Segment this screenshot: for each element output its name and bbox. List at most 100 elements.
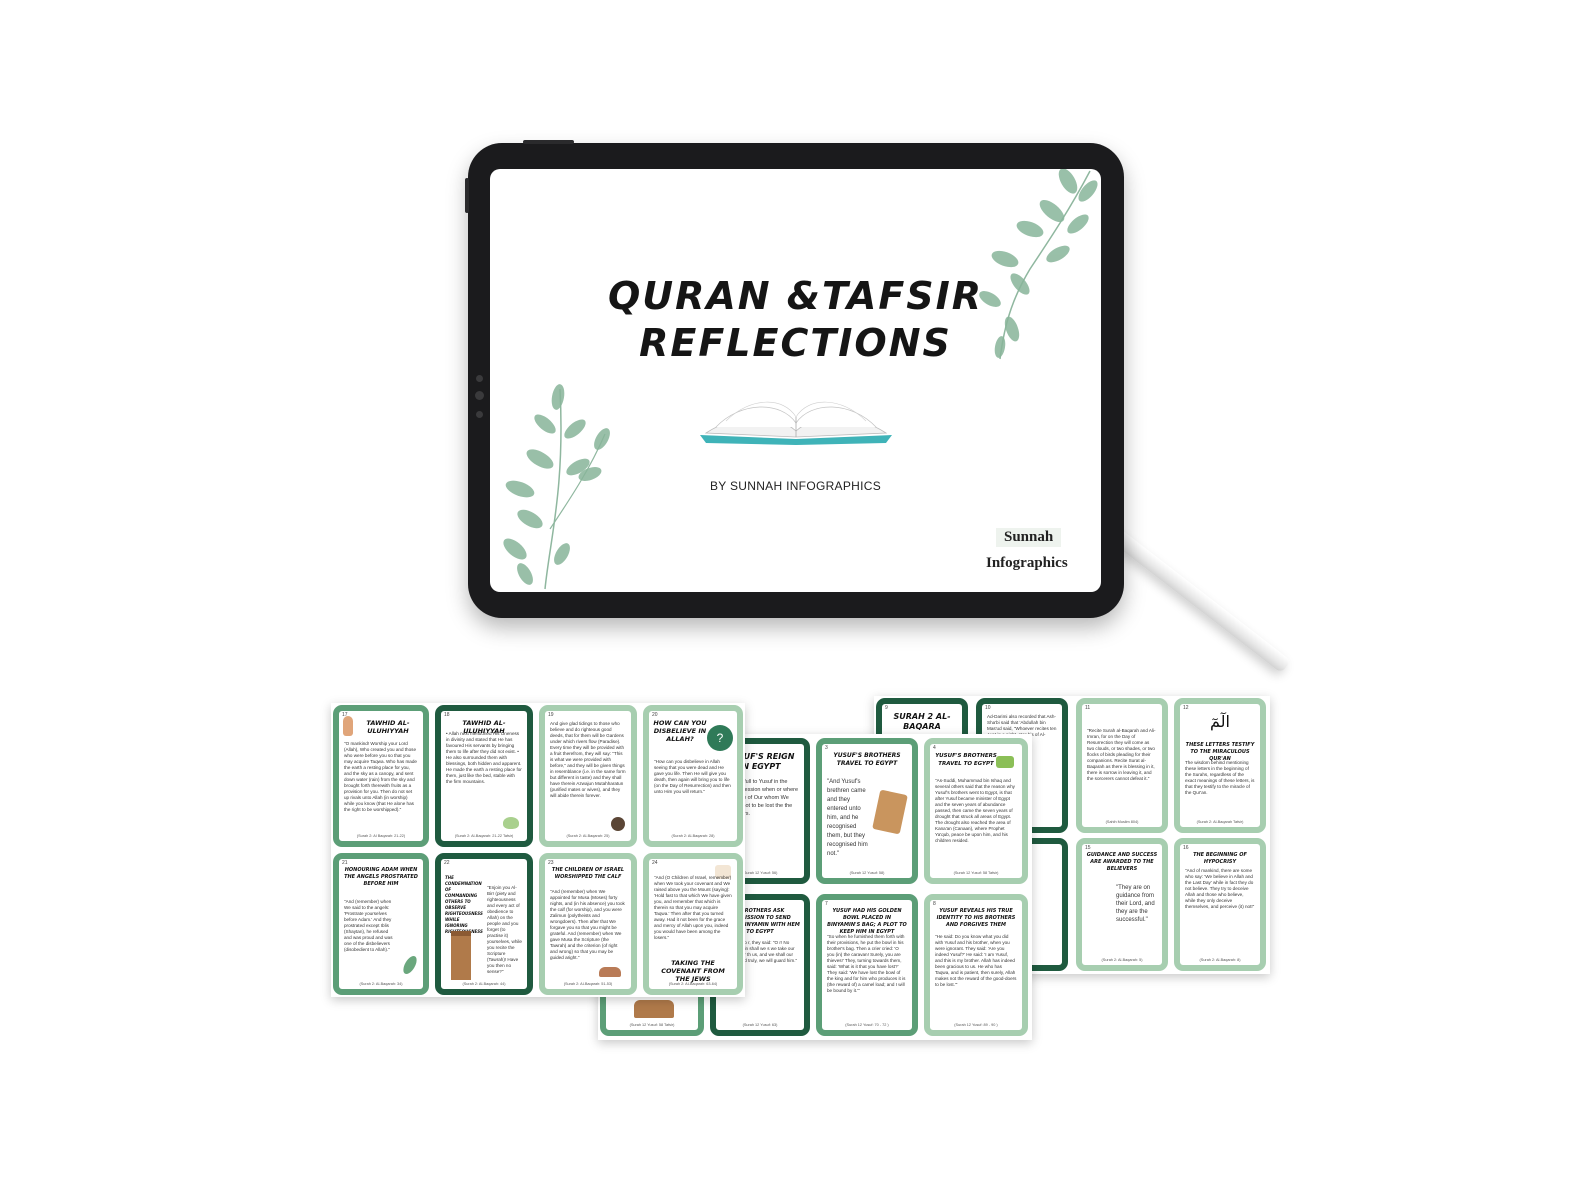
card-7: 7 YUSUF HAD HIS GOLDEN BOWL PLACED IN BI… — [816, 894, 918, 1036]
card-reference: (Surah 2: Al-Baqarah: 34) — [359, 982, 403, 986]
camera-icon — [476, 375, 483, 382]
card-number: 23 — [548, 860, 554, 866]
card-heading: YUSUF'S REIGN IN EGYPT — [725, 752, 795, 771]
card-17: 17 TAWHID AL-ULUHIYYAH "O mankind! Worsh… — [333, 705, 429, 847]
calf-statue-icon — [599, 967, 621, 977]
card-number: 24 — [652, 860, 658, 866]
card-body: "And of mankind, there are some who say:… — [1185, 868, 1255, 909]
card-reference: (Sahih Muslim 804) — [1105, 820, 1139, 824]
card-heading: YUSUF REVEALS HIS TRUE IDENTITY TO HIS B… — [936, 908, 1016, 928]
card-heading: THE CONDEMNATION OF COMMANDING OTHERS TO… — [445, 875, 483, 934]
title-line-2: REFLECTIONS — [639, 321, 952, 365]
card-reference: (Surah 12 Yusuf: 58 Tafsir) — [629, 1023, 675, 1027]
card-24: 24 "And (O Children of Israel, remember)… — [643, 853, 743, 995]
card-number: 15 — [1085, 845, 1091, 851]
card-heading: TAWHID AL-ULUHIYYAH — [462, 719, 506, 735]
leaf-icon — [400, 953, 420, 977]
card-18: 18 TAWHID AL-ULUHIYYAH • Allah next ment… — [435, 705, 533, 847]
card-reference: (Surah 2: Al-Baqarah: 25) — [566, 834, 610, 838]
card-3: 3 YUSUF'S BROTHERS TRAVEL TO EGYPT "And … — [816, 738, 918, 884]
sensor-icon — [476, 411, 483, 418]
card-number: 3 — [825, 745, 828, 751]
card-8: 8 YUSUF REVEALS HIS TRUE IDENTITY TO HIS… — [924, 894, 1028, 1036]
card-body: "O mankind! Worship your Lord (Allah), W… — [344, 741, 417, 812]
card-heading: YUSUF'S BROTHERS TRAVEL TO EGYPT — [935, 753, 997, 767]
card-heading: TAKING THE COVENANT FROM THE JEWS — [661, 959, 725, 983]
card-number: 11 — [1085, 705, 1091, 711]
card-reference: (Surah 12 Yusuf: 56) — [742, 871, 778, 875]
card-reference: (Surah 2: Al-Baqarah: 21-22 Tafsir) — [454, 834, 514, 838]
card-heading: THE CHILDREN OF ISRAEL WORSHIPPED THE CA… — [551, 867, 625, 880]
card-20: 20 HOW CAN YOU DISBELIEVE IN ALLAH? ? "H… — [643, 705, 743, 847]
question-bubble-icon: ? — [707, 725, 733, 751]
card-reference: (Surah 2: Al Baqarah: 21-22) — [356, 834, 406, 838]
card-body: "And (remember) when We appointed for Mu… — [550, 889, 625, 960]
title-line-1: QURAN &TAFSIR — [607, 274, 984, 318]
card-reference: (Surah 12 Yusuf: 58) — [849, 871, 885, 875]
mount-icon — [715, 865, 731, 879]
card-body: "Recite Surah al-Baqarah and Ali-Imran, … — [1087, 728, 1156, 781]
card-heading: HONOURING ADAM WHEN THE ANGELS PROSTRATE… — [344, 867, 418, 887]
card-reference: (Surah 2: Al-Baqarah: 51-53) — [563, 982, 613, 986]
butterfly-icon — [503, 817, 519, 829]
card-reference: (Surah 2: Al-Baqarah: 5) — [1101, 958, 1143, 962]
card-reference: (Surah 12 Yusuf: 58 Tafsir) — [953, 871, 999, 875]
tablet-screen: QURAN &TAFSIR REFLECTIONS BY SUNNAH INFO… — [490, 169, 1101, 592]
card-body: The wisdom behind mentioning these lette… — [1185, 760, 1255, 795]
tablet-device: QURAN &TAFSIR REFLECTIONS BY SUNNAH INFO… — [465, 140, 1124, 618]
card-reference: (Surah 2: Al-Baqarah Tafsir) — [1196, 820, 1244, 824]
card-21: 21 HONOURING ADAM WHEN THE ANGELS PROSTR… — [333, 853, 429, 995]
card-reference: (Surah 2: Al-Baqarah: 28) — [671, 834, 715, 838]
card-heading: YUSUF HAD HIS GOLDEN BOWL PLACED IN BINY… — [827, 908, 907, 935]
camera-lens-icon — [475, 391, 484, 400]
card-heading: S BROTHERS ASK PERMISSION TO SEND OTHER … — [720, 908, 800, 935]
card-16: 16 THE BEGINNING OF HYPOCRISY "And of ma… — [1174, 838, 1266, 971]
tablet-side-button — [465, 178, 469, 213]
card-heading: THE BEGINNING OF HYPOCRISY — [1193, 852, 1247, 865]
card-22: 22 THE CONDEMNATION OF COMMANDING OTHERS… — [435, 853, 533, 995]
card-number: 10 — [985, 705, 991, 711]
card-11: 11 "Recite Surah al-Baqarah and Ali-Imra… — [1076, 698, 1168, 833]
card-number: 21 — [342, 860, 348, 866]
brand-logo-line-2: Infographics — [986, 555, 1068, 571]
card-reference: (Surah 2: Al-Baqarah: 63-64) — [668, 982, 718, 986]
leaf-branch-bottom-left-icon — [503, 384, 610, 590]
wheat-icon — [996, 756, 1014, 768]
card-12: 12 الٓمٓ THESE LETTERS TESTIFY TO THE MI… — [1174, 698, 1266, 833]
card-reference: (Surah 2: Al-Baqarah: 44) — [462, 982, 506, 986]
card-body: "And (O Children of Israel, remember) wh… — [654, 875, 732, 940]
card-number: 9 — [885, 705, 888, 711]
card-19: 19 And give glad tidings to those who be… — [539, 705, 637, 847]
card-body: • Allah next mentioned His Oneness in di… — [446, 731, 522, 784]
card-23: 23 THE CHILDREN OF ISRAEL WORSHIPPED THE… — [539, 853, 637, 995]
card-number: 7 — [825, 901, 828, 907]
card-heading: TAWHID AL-ULUHIYYAH — [366, 719, 410, 735]
card-number: 16 — [1183, 845, 1189, 851]
card-body: "Enjoin you Al-Birr (piety and righteous… — [487, 885, 522, 974]
leaf-branch-top-right-icon — [979, 169, 1098, 360]
card-body: "How can you disbelieve in Allah seeing … — [654, 759, 731, 794]
card-number: 12 — [1183, 705, 1189, 711]
card-heading: GUIDANCE AND SUCCESS ARE AWARDED TO THE … — [1086, 852, 1158, 872]
card-reference: (Surah 2: Al-Baqarah: 8) — [1199, 958, 1241, 962]
card-reference: (Surah 12 Yusuf: 63) — [742, 1023, 778, 1027]
card-body: "So when he furnished them forth with th… — [827, 934, 906, 993]
card-number: 18 — [444, 712, 450, 718]
card-reference: (Surah 12 Yusuf: 70 - 72 ) — [845, 1023, 889, 1027]
card-heading: SURAH 2 AL-BAQARA — [893, 712, 951, 731]
tablet-top-button-2 — [546, 140, 574, 144]
sacks-icon — [634, 1000, 674, 1018]
card-number: 22 — [444, 860, 450, 866]
card-body: "As-Suddi, Muhammad bin Ishaq and severa… — [935, 778, 1015, 843]
card-4: 4 YUSUF'S BROTHERS TRAVEL TO EGYPT "As-S… — [924, 738, 1028, 884]
card-reference: (Surah 12 Yusuf: 89 - 90 ) — [954, 1023, 998, 1027]
brand-logo-line-1: Sunnah — [996, 528, 1062, 547]
fruit-pomegranate-icon — [611, 817, 625, 831]
card-number: 17 — [342, 712, 348, 718]
byline-text: BY SUNNAH INFOGRAPHICS — [709, 479, 882, 493]
card-number: 19 — [548, 712, 554, 718]
map-scroll-icon — [872, 789, 908, 835]
card-number: 4 — [933, 745, 936, 751]
card-heading: HOW CAN YOU DISBELIEVE IN ALLAH? — [653, 719, 707, 743]
card-number: 20 — [652, 712, 658, 718]
